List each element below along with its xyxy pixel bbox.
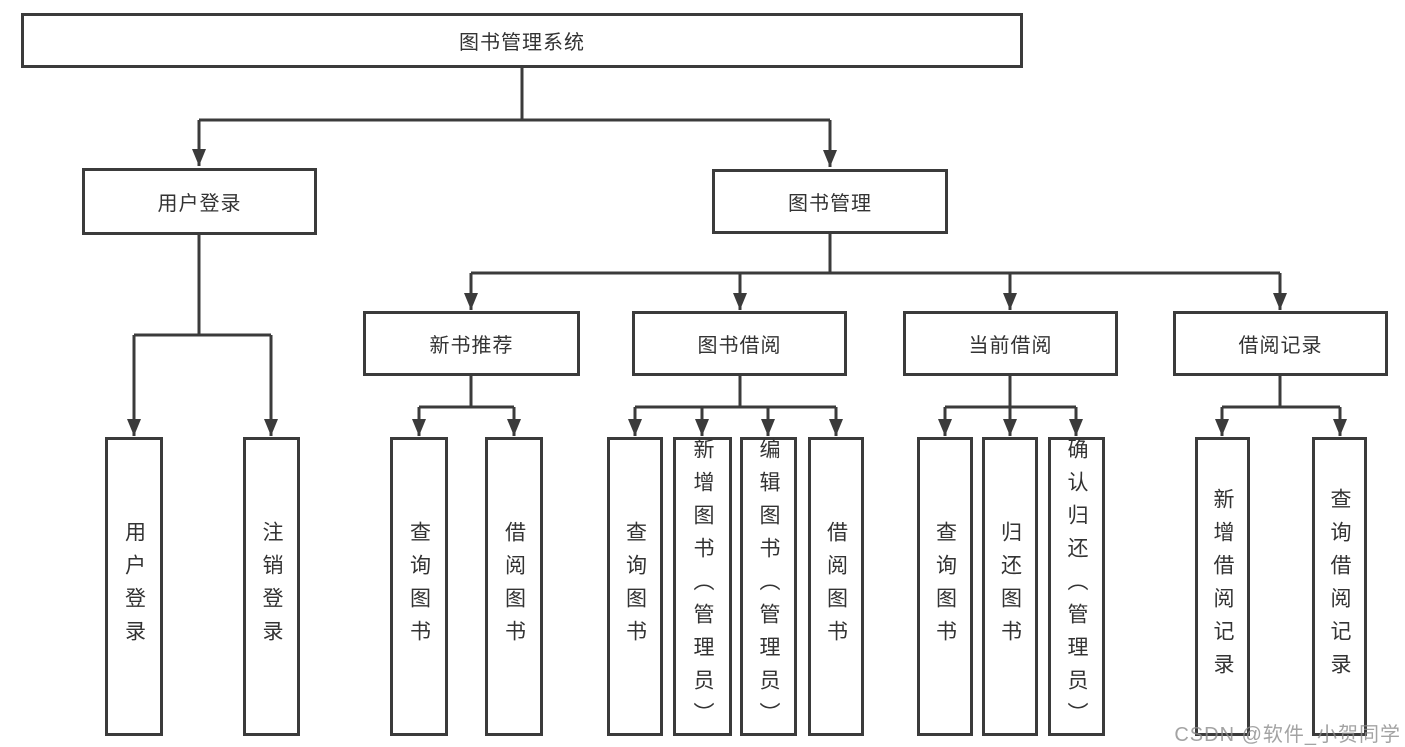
- arrowhead-icons: [127, 149, 1347, 436]
- node-label: 查询图书: [933, 520, 957, 653]
- arrowhead-icon: [1333, 419, 1347, 436]
- arrowhead-icon: [733, 293, 747, 310]
- csdn-watermark: CSDN @软件_小贺同学: [1174, 724, 1401, 746]
- node-label: 借阅记录: [1238, 335, 1323, 357]
- arrowhead-icon: [192, 149, 206, 166]
- node-borrowing-records: 借阅记录: [1173, 311, 1388, 376]
- arrowhead-icon: [464, 293, 478, 310]
- edge-borrow-to-leaves: [633, 376, 838, 436]
- node-label: 查询图书: [623, 520, 647, 653]
- node-label: 用户登录: [122, 520, 146, 653]
- node-label: 归还图书: [998, 520, 1022, 653]
- node-label: 图书管理系统: [459, 32, 585, 54]
- arrowhead-icon: [1273, 293, 1287, 310]
- node-label: 编辑图书（管理员）: [757, 438, 780, 735]
- node-label: 用户登录: [157, 193, 242, 215]
- leaf-edit-books-admin: 编辑图书（管理员）: [740, 437, 797, 736]
- edge-root-to-level2: [197, 68, 832, 167]
- connector-paths: [132, 68, 1342, 436]
- arrowhead-icon: [695, 419, 709, 436]
- node-root-system: 图书管理系统: [21, 13, 1023, 68]
- arrowhead-icon: [507, 419, 521, 436]
- node-label: 新书推荐: [429, 335, 514, 357]
- arrowhead-icon: [628, 419, 642, 436]
- node-current-borrowing: 当前借阅: [903, 311, 1118, 376]
- arrowhead-icon: [938, 419, 952, 436]
- arrowhead-icon: [823, 150, 837, 167]
- node-label: 注销登录: [260, 520, 283, 653]
- arrowhead-icon: [264, 419, 278, 436]
- node-label: 新增图书（管理员）: [691, 438, 714, 735]
- leaf-return-books: 归还图书: [982, 437, 1038, 736]
- edge-records-to-leaves: [1220, 376, 1342, 436]
- node-new-book-recommendation: 新书推荐: [363, 311, 580, 376]
- leaf-logout: 注销登录: [243, 437, 300, 736]
- arrowhead-icon: [1003, 293, 1017, 310]
- leaf-query-books-current: 查询图书: [917, 437, 973, 736]
- edge-recommend-to-leaves: [417, 376, 516, 436]
- leaf-query-books-borrowing: 查询图书: [607, 437, 663, 736]
- leaf-add-borrow-record: 新增借阅记录: [1195, 437, 1250, 736]
- arrowhead-icon: [412, 419, 426, 436]
- node-label: 当前借阅: [968, 335, 1053, 357]
- leaf-confirm-return-admin: 确认归还（管理员）: [1048, 437, 1105, 736]
- edge-mgmt-to-level3: [469, 234, 1282, 310]
- leaf-user-login: 用户登录: [105, 437, 163, 736]
- arrowhead-icon: [761, 419, 775, 436]
- leaf-query-borrow-record: 查询借阅记录: [1312, 437, 1367, 736]
- node-label: 确认归还（管理员）: [1065, 438, 1088, 735]
- node-label: 图书借阅: [697, 335, 782, 357]
- node-label: 图书管理: [788, 193, 872, 215]
- leaf-add-books-admin: 新增图书（管理员）: [673, 437, 732, 736]
- leaf-borrow-books-borrowing: 借阅图书: [808, 437, 864, 736]
- arrowhead-icon: [829, 419, 843, 436]
- leaf-query-books-recommend: 查询图书: [390, 437, 448, 736]
- edge-login-to-leaves: [132, 235, 273, 436]
- arrowhead-icon: [127, 419, 141, 436]
- leaf-borrow-books-recommend: 借阅图书: [485, 437, 543, 736]
- node-label: 新增借阅记录: [1211, 487, 1234, 686]
- node-label: 查询图书: [407, 520, 431, 653]
- node-book-management: 图书管理: [712, 169, 948, 234]
- node-label: 借阅图书: [824, 520, 848, 653]
- node-user-login: 用户登录: [82, 168, 317, 235]
- arrowhead-icon: [1003, 419, 1017, 436]
- node-label: 查询借阅记录: [1328, 487, 1351, 686]
- arrowhead-icon: [1069, 419, 1083, 436]
- node-book-borrowing: 图书借阅: [632, 311, 847, 376]
- arrowhead-icon: [1215, 419, 1229, 436]
- node-label: 借阅图书: [502, 520, 526, 653]
